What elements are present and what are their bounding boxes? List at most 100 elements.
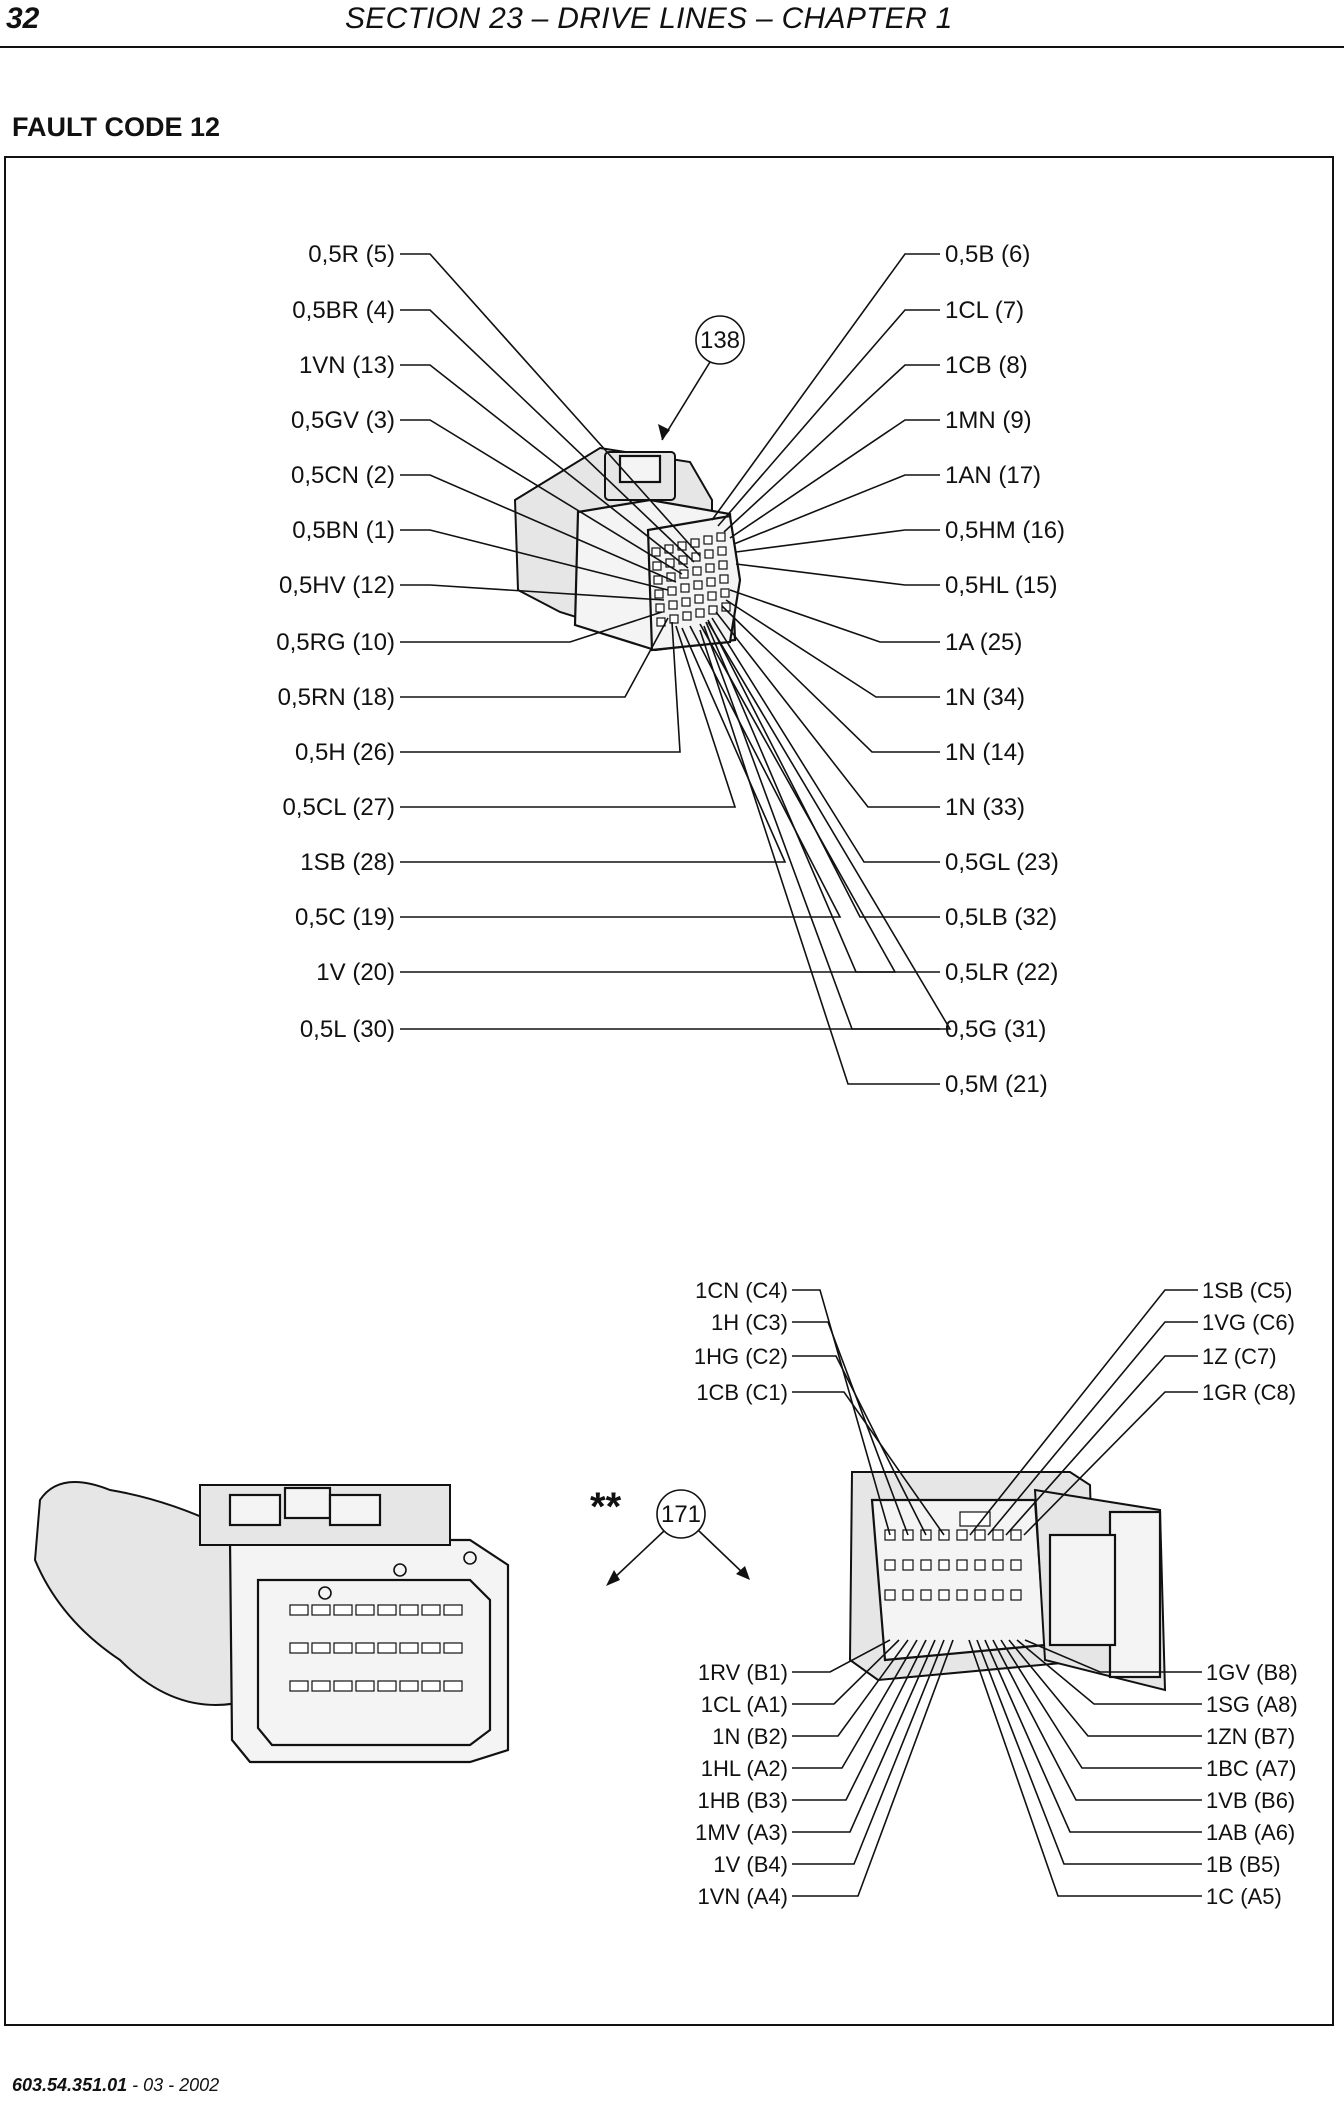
wire-label-138-l14: 0,5L (30): [300, 1016, 395, 1043]
wire-171-top-right: [1023, 1391, 1198, 1536]
pin-138: [719, 574, 729, 584]
page-header: 32 SECTION 23 – DRIVE LINES – CHAPTER 1: [0, 0, 1344, 52]
pin-138: [653, 575, 663, 585]
wire-138-left: [400, 625, 842, 918]
harness-slot: [377, 1680, 397, 1692]
wire-138-right: [729, 589, 940, 643]
harness-connector-drawing: [33, 1481, 510, 1764]
pin-138: [682, 611, 692, 621]
wire-138-left: [400, 529, 669, 591]
doc-number: 603.54.351.01: [12, 2075, 128, 2095]
wire-171-bottom-right: [992, 1639, 1202, 1801]
wire-label-138-r8: 1N (34): [945, 684, 1025, 711]
pin-171: [992, 1559, 1004, 1571]
wire-138-right: [721, 605, 940, 753]
wire-label-138-r5: 0,5HM (16): [945, 517, 1065, 544]
wire-label-138-l9: 0,5H (26): [295, 739, 395, 766]
harness-slot: [421, 1642, 441, 1654]
wire-label-138-r7: 1A (25): [945, 629, 1022, 656]
pin-171: [956, 1559, 968, 1571]
wire-138-right: [715, 611, 940, 808]
wire-label-138-l1: 0,5BR (4): [292, 297, 395, 324]
pin-138: [680, 583, 690, 593]
section-title: SECTION 23 – DRIVE LINES – CHAPTER 1: [345, 2, 953, 35]
diagram-frame: [4, 156, 1334, 2026]
wire-label-171-bl5: 1MV (A3): [695, 1820, 788, 1845]
key-171: [959, 1511, 991, 1527]
connector-171-wires: [792, 1289, 1202, 1897]
harness-slot: [421, 1680, 441, 1692]
pin-171: [1010, 1529, 1022, 1541]
wire-label-171-br5: 1AB (A6): [1206, 1820, 1295, 1845]
harness-slot: [289, 1604, 309, 1616]
wire-label-138-r12: 0,5LB (32): [945, 904, 1057, 931]
wire-171-bottom-right: [1016, 1639, 1202, 1705]
wire-label-171-br6: 1B (B5): [1206, 1852, 1281, 1877]
pin-138: [704, 549, 714, 559]
pin-138: [703, 535, 713, 545]
wire-138-left: [400, 623, 897, 973]
wire-138-right: [725, 599, 940, 698]
wire-label-171-tl2: 1HG (C2): [694, 1344, 788, 1369]
wire-171-bottom-right: [1008, 1639, 1202, 1737]
wire-label-138-r13: 0,5LR (22): [945, 959, 1058, 986]
harness-slot: [377, 1604, 397, 1616]
wire-138-right: [735, 563, 940, 586]
wire-label-138-r9: 1N (14): [945, 739, 1025, 766]
harness-slot: [333, 1680, 353, 1692]
pin-138: [717, 546, 727, 556]
wire-171-top-right: [969, 1289, 1198, 1536]
wire-171-bottom-left: [792, 1639, 945, 1865]
pin-138: [691, 552, 701, 562]
wire-138-right: [711, 253, 940, 521]
header-rule: [0, 46, 1344, 48]
wire-138-right: [705, 621, 940, 973]
harness-slot: [399, 1604, 419, 1616]
pin-138: [694, 594, 704, 604]
pin-171: [920, 1589, 932, 1601]
harness-slot: [399, 1680, 419, 1692]
harness-slot: [443, 1680, 463, 1692]
wire-171-bottom-left: [792, 1639, 936, 1833]
pin-138: [692, 566, 702, 576]
wire-label-171-br1: 1SG (A8): [1206, 1692, 1298, 1717]
pin-171: [974, 1529, 986, 1541]
pin-171: [902, 1559, 914, 1571]
wire-171-bottom-left: [792, 1639, 900, 1705]
wire-171-bottom-left: [792, 1639, 891, 1673]
wire-138-left: [400, 625, 737, 808]
wire-171-top-left: [792, 1321, 909, 1536]
wire-label-138-l7: 0,5RG (10): [276, 629, 395, 656]
wire-label-171-bl6: 1V (B4): [713, 1852, 788, 1877]
wire-label-138-l5: 0,5BN (1): [292, 517, 395, 544]
wire-label-171-bl3: 1HL (A2): [701, 1756, 788, 1781]
wire-138-left: [400, 617, 669, 698]
harness-slot: [443, 1604, 463, 1616]
wire-label-138-r4: 1AN (17): [945, 462, 1041, 489]
wire-171-bottom-right: [984, 1639, 1202, 1833]
wire-171-top-left: [792, 1355, 927, 1536]
wire-171-top-left: [792, 1289, 891, 1536]
harness-slot: [333, 1642, 353, 1654]
pin-171: [992, 1589, 1004, 1601]
wire-138-right: [711, 617, 940, 863]
wire-138-left: [400, 621, 681, 753]
wire-label-171-bl1: 1CL (A1): [701, 1692, 788, 1717]
wire-label-138-l12: 0,5C (19): [295, 904, 395, 931]
harness-slot: [311, 1680, 331, 1692]
pin-171: [1010, 1589, 1022, 1601]
wire-label-171-tl0: 1CN (C4): [695, 1278, 788, 1303]
pin-138: [720, 588, 730, 598]
connector-171-marker: **: [590, 1485, 622, 1529]
pin-138: [695, 608, 705, 618]
wire-label-171-tl3: 1CB (C1): [696, 1380, 788, 1405]
wire-label-138-r11: 0,5GL (23): [945, 849, 1059, 876]
wire-label-171-br2: 1ZN (B7): [1206, 1724, 1295, 1749]
wire-138-left: [400, 419, 683, 575]
pin-138: [651, 547, 661, 557]
pin-138: [716, 532, 726, 542]
wire-label-171-br7: 1C (A5): [1206, 1884, 1282, 1909]
wire-171-bottom-right: [1024, 1639, 1202, 1673]
pin-171: [938, 1589, 950, 1601]
